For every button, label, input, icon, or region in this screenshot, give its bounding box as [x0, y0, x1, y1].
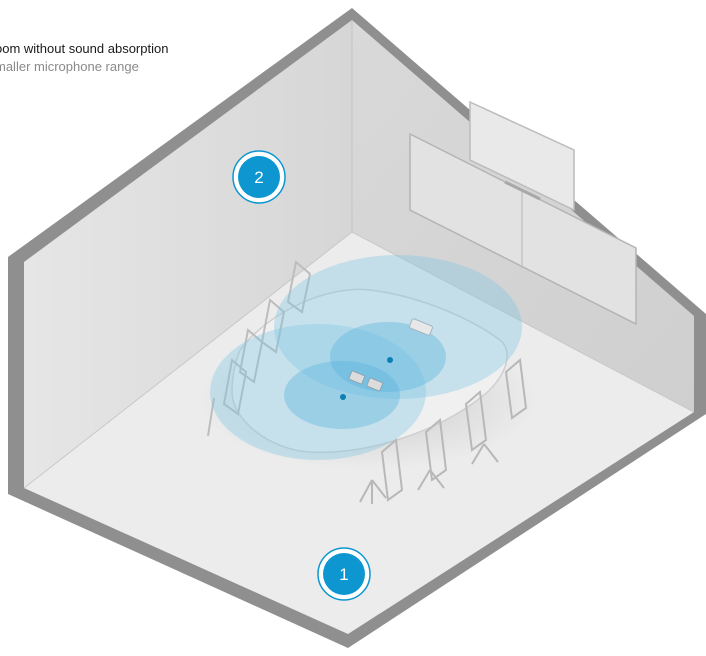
- caption: oom without sound absorption maller micr…: [0, 40, 168, 76]
- microphone-dot: [387, 357, 393, 363]
- marker-2: 2: [233, 151, 285, 203]
- caption-title: oom without sound absorption: [0, 40, 168, 58]
- marker-1-label: 1: [339, 565, 348, 584]
- marker-1: 1: [318, 548, 370, 600]
- caption-subtitle: maller microphone range: [0, 58, 168, 76]
- marker-2-label: 2: [254, 168, 263, 187]
- microphone-dot: [340, 394, 346, 400]
